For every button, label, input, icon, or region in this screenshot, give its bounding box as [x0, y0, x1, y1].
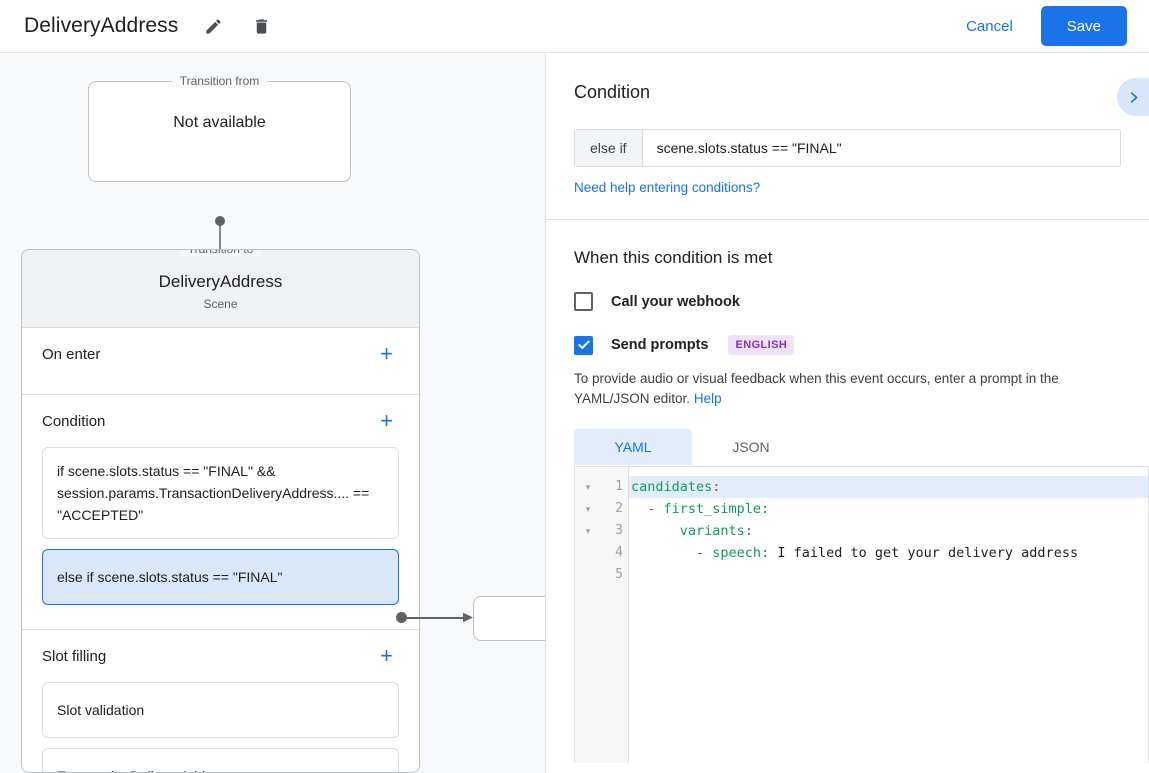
call-webhook-checkbox[interactable]	[574, 292, 593, 311]
transition-to-legend: Transition to	[179, 250, 262, 256]
line-number: 3	[615, 523, 623, 538]
cancel-button[interactable]: Cancel	[956, 10, 1023, 43]
section-on-enter: On enter +	[22, 328, 419, 395]
section-slot-filling-title: Slot filling	[42, 647, 107, 665]
when-condition-met-block: When this condition is met Call your web…	[546, 220, 1149, 465]
condition-input[interactable]	[642, 130, 1120, 166]
checkmark-icon	[577, 340, 590, 349]
chevron-right-icon-glyph	[1130, 91, 1137, 103]
condition-connector-dot	[396, 612, 407, 623]
condition-field-row: else if	[574, 129, 1121, 167]
send-prompts-label: Send prompts	[611, 337, 709, 353]
line-number: 2	[615, 501, 623, 516]
send-prompts-checkbox[interactable]	[574, 335, 593, 355]
detail-panel: Condition else if Need help entering con…	[546, 54, 1149, 773]
fold-toggle[interactable]: ▾	[585, 481, 591, 492]
editor-format-tabs: YAML JSON	[574, 429, 1121, 465]
tab-yaml[interactable]: YAML	[574, 429, 692, 465]
condition-connector-line	[406, 617, 463, 619]
code-line: variants:	[679, 523, 753, 539]
save-button[interactable]: Save	[1040, 6, 1127, 46]
code-line: - speech: I failed to get your delivery …	[696, 545, 1079, 561]
scene-header: DeliveryAddress Scene	[22, 250, 419, 328]
pencil-icon[interactable]	[196, 9, 230, 43]
add-slot-filling-button[interactable]: +	[374, 641, 399, 671]
prompts-description-text: To provide audio or visual feedback when…	[574, 371, 1059, 406]
panel-divider	[545, 54, 546, 773]
add-on-enter-button[interactable]: +	[374, 339, 399, 369]
section-condition-title: Condition	[42, 412, 106, 430]
transition-from-legend: Transition from	[171, 74, 268, 88]
add-condition-button[interactable]: +	[374, 406, 399, 436]
line-number: 1	[615, 479, 623, 494]
slot-item-slot-validation[interactable]: Slot validation	[42, 682, 399, 738]
code-line	[629, 564, 1148, 586]
section-slot-filling: Slot filling + Slot validation Transacti…	[22, 630, 419, 772]
scene-name: DeliveryAddress	[158, 272, 283, 291]
fold-toggle[interactable]: ▾	[585, 525, 591, 536]
transition-from-card: Transition from Not available	[88, 74, 351, 182]
section-condition-header: Condition +	[42, 395, 399, 447]
editor-line-numbers: 1 2 3 4 5	[601, 467, 629, 763]
fold-toggle	[575, 564, 601, 586]
condition-item-if[interactable]: if scene.slots.status == "FINAL" && sess…	[42, 447, 399, 539]
condition-help-link[interactable]: Need help entering conditions?	[574, 180, 761, 195]
detail-divider	[546, 219, 1149, 220]
yaml-editor[interactable]: ▾ ▾ ▾ 1 2 3 4 5 candidates: - first_simp…	[574, 466, 1149, 763]
fold-toggle	[575, 542, 601, 564]
code-line: candidates:	[629, 476, 1148, 498]
editor-fold-column: ▾ ▾ ▾	[575, 467, 601, 763]
section-condition: Condition + if scene.slots.status == "FI…	[22, 395, 419, 630]
slot-item-transaction-delivery-address[interactable]: TransactionDeliveryAddress	[42, 748, 399, 772]
section-slot-filling-header: Slot filling +	[42, 630, 399, 682]
editor-code-area[interactable]: candidates: - first_simple: variants: - …	[629, 467, 1148, 763]
webhook-row[interactable]: Call your webhook	[574, 292, 1121, 311]
chevron-right-icon[interactable]	[1117, 78, 1149, 116]
top-app-bar: DeliveryAddress Cancel Save	[0, 0, 1149, 53]
language-badge: ENGLISH	[728, 335, 795, 355]
fold-toggle[interactable]: ▾	[585, 503, 591, 514]
section-on-enter-header: On enter +	[42, 328, 399, 380]
transition-from-value: Not available	[173, 114, 266, 131]
condition-connector-arrow	[463, 612, 473, 623]
tab-json[interactable]: JSON	[732, 439, 770, 455]
call-webhook-label: Call your webhook	[611, 293, 740, 310]
pencil-icon-glyph	[206, 18, 221, 34]
prompts-help-link[interactable]: Help	[693, 391, 722, 406]
section-on-enter-title: On enter	[42, 345, 101, 363]
prompts-description: To provide audio or visual feedback when…	[574, 369, 1121, 409]
line-number: 5	[615, 567, 623, 582]
trash-icon-glyph	[255, 18, 267, 34]
condition-prefix-label: else if	[575, 130, 643, 166]
trash-icon[interactable]	[244, 9, 278, 43]
condition-block: Condition else if Need help entering con…	[546, 54, 1149, 219]
target-node-stub[interactable]	[473, 596, 545, 641]
scene-type: Scene	[203, 297, 238, 311]
code-line: - first_simple:	[647, 501, 770, 517]
condition-heading: Condition	[574, 82, 651, 102]
line-number: 4	[615, 545, 623, 560]
transition-to-card: Transition to DeliveryAddress Scene On e…	[21, 249, 420, 773]
condition-item-else-if[interactable]: else if scene.slots.status == "FINAL"	[42, 549, 399, 605]
page-title: DeliveryAddress	[24, 14, 179, 37]
send-prompts-row[interactable]: Send prompts ENGLISH	[574, 335, 1121, 355]
when-met-heading: When this condition is met	[574, 248, 773, 267]
graph-panel: Transition from Not available Transition…	[0, 54, 545, 773]
